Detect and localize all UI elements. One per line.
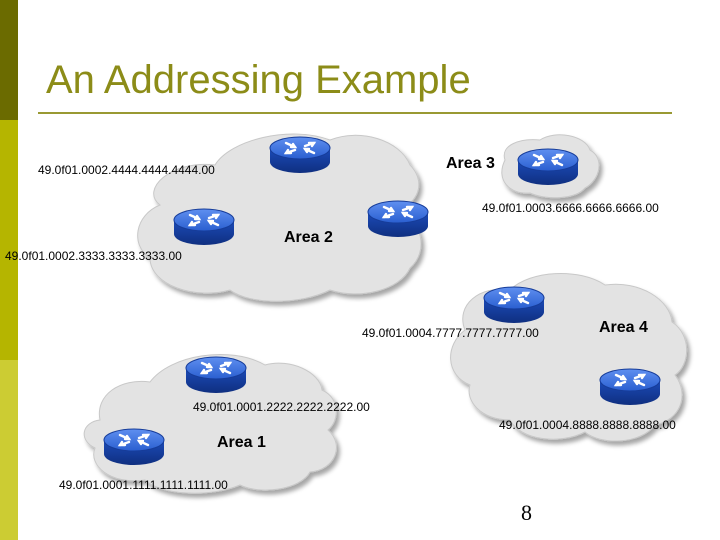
router-area1-bottom — [102, 427, 166, 467]
router-area3 — [516, 147, 580, 187]
area-3-label: Area 3 — [446, 155, 495, 172]
left-accent-bar-middle — [0, 120, 18, 360]
left-accent-bar-bottom — [0, 360, 18, 540]
slide-title: An Addressing Example — [46, 58, 471, 102]
title-underline — [38, 112, 672, 114]
address-area4-top: 49.0f01.0004.7777.7777.7777.00 — [362, 326, 539, 340]
address-area2-left: 49.0f01.0002.3333.3333.3333.00 — [5, 249, 182, 263]
area-2-label: Area 2 — [284, 229, 333, 246]
page-number: 8 — [521, 500, 532, 525]
router-area2-right — [366, 199, 430, 239]
address-area1-top: 49.0f01.0001.2222.2222.2222.00 — [193, 400, 370, 414]
area-4-label: Area 4 — [599, 319, 648, 336]
left-accent-bar-top — [0, 0, 18, 120]
router-area2-top — [268, 135, 332, 175]
address-area4-bottom: 49.0f01.0004.8888.8888.8888.00 — [499, 418, 676, 432]
address-area3: 49.0f01.0003.6666.6666.6666.00 — [482, 201, 659, 215]
router-area4-top — [482, 285, 546, 325]
address-area2-top: 49.0f01.0002.4444.4444.4444.00 — [38, 163, 215, 177]
router-area4-bottom — [598, 367, 662, 407]
area-1-label: Area 1 — [217, 434, 266, 451]
cloud-area-2 — [137, 133, 422, 302]
address-area1-bottom: 49.0f01.0001.1111.1111.1111.00 — [59, 478, 228, 492]
router-area1-top — [184, 355, 248, 395]
router-area2-left — [172, 207, 236, 247]
